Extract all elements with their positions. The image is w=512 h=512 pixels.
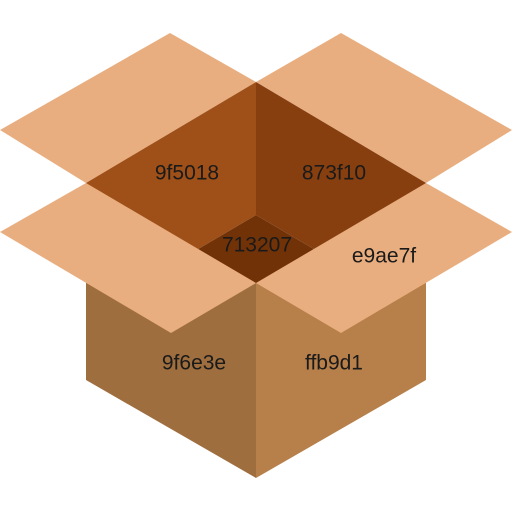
- front-right-label: ffb9d1: [305, 352, 363, 375]
- inner-bottom-label: 713207: [222, 234, 292, 257]
- back-right-flap: [256, 33, 512, 183]
- inner-left-label: 9f5018: [155, 162, 219, 185]
- back-left-flap: [0, 33, 256, 183]
- front-left-label: 9f6e3e: [162, 352, 226, 375]
- front-left-flap: [0, 183, 256, 333]
- front-right-face: [256, 283, 426, 478]
- flap-label: e9ae7f: [352, 245, 416, 268]
- inner-right-label: 873f10: [302, 162, 366, 185]
- front-left-face: [86, 283, 256, 478]
- front-right-flap: [256, 183, 512, 333]
